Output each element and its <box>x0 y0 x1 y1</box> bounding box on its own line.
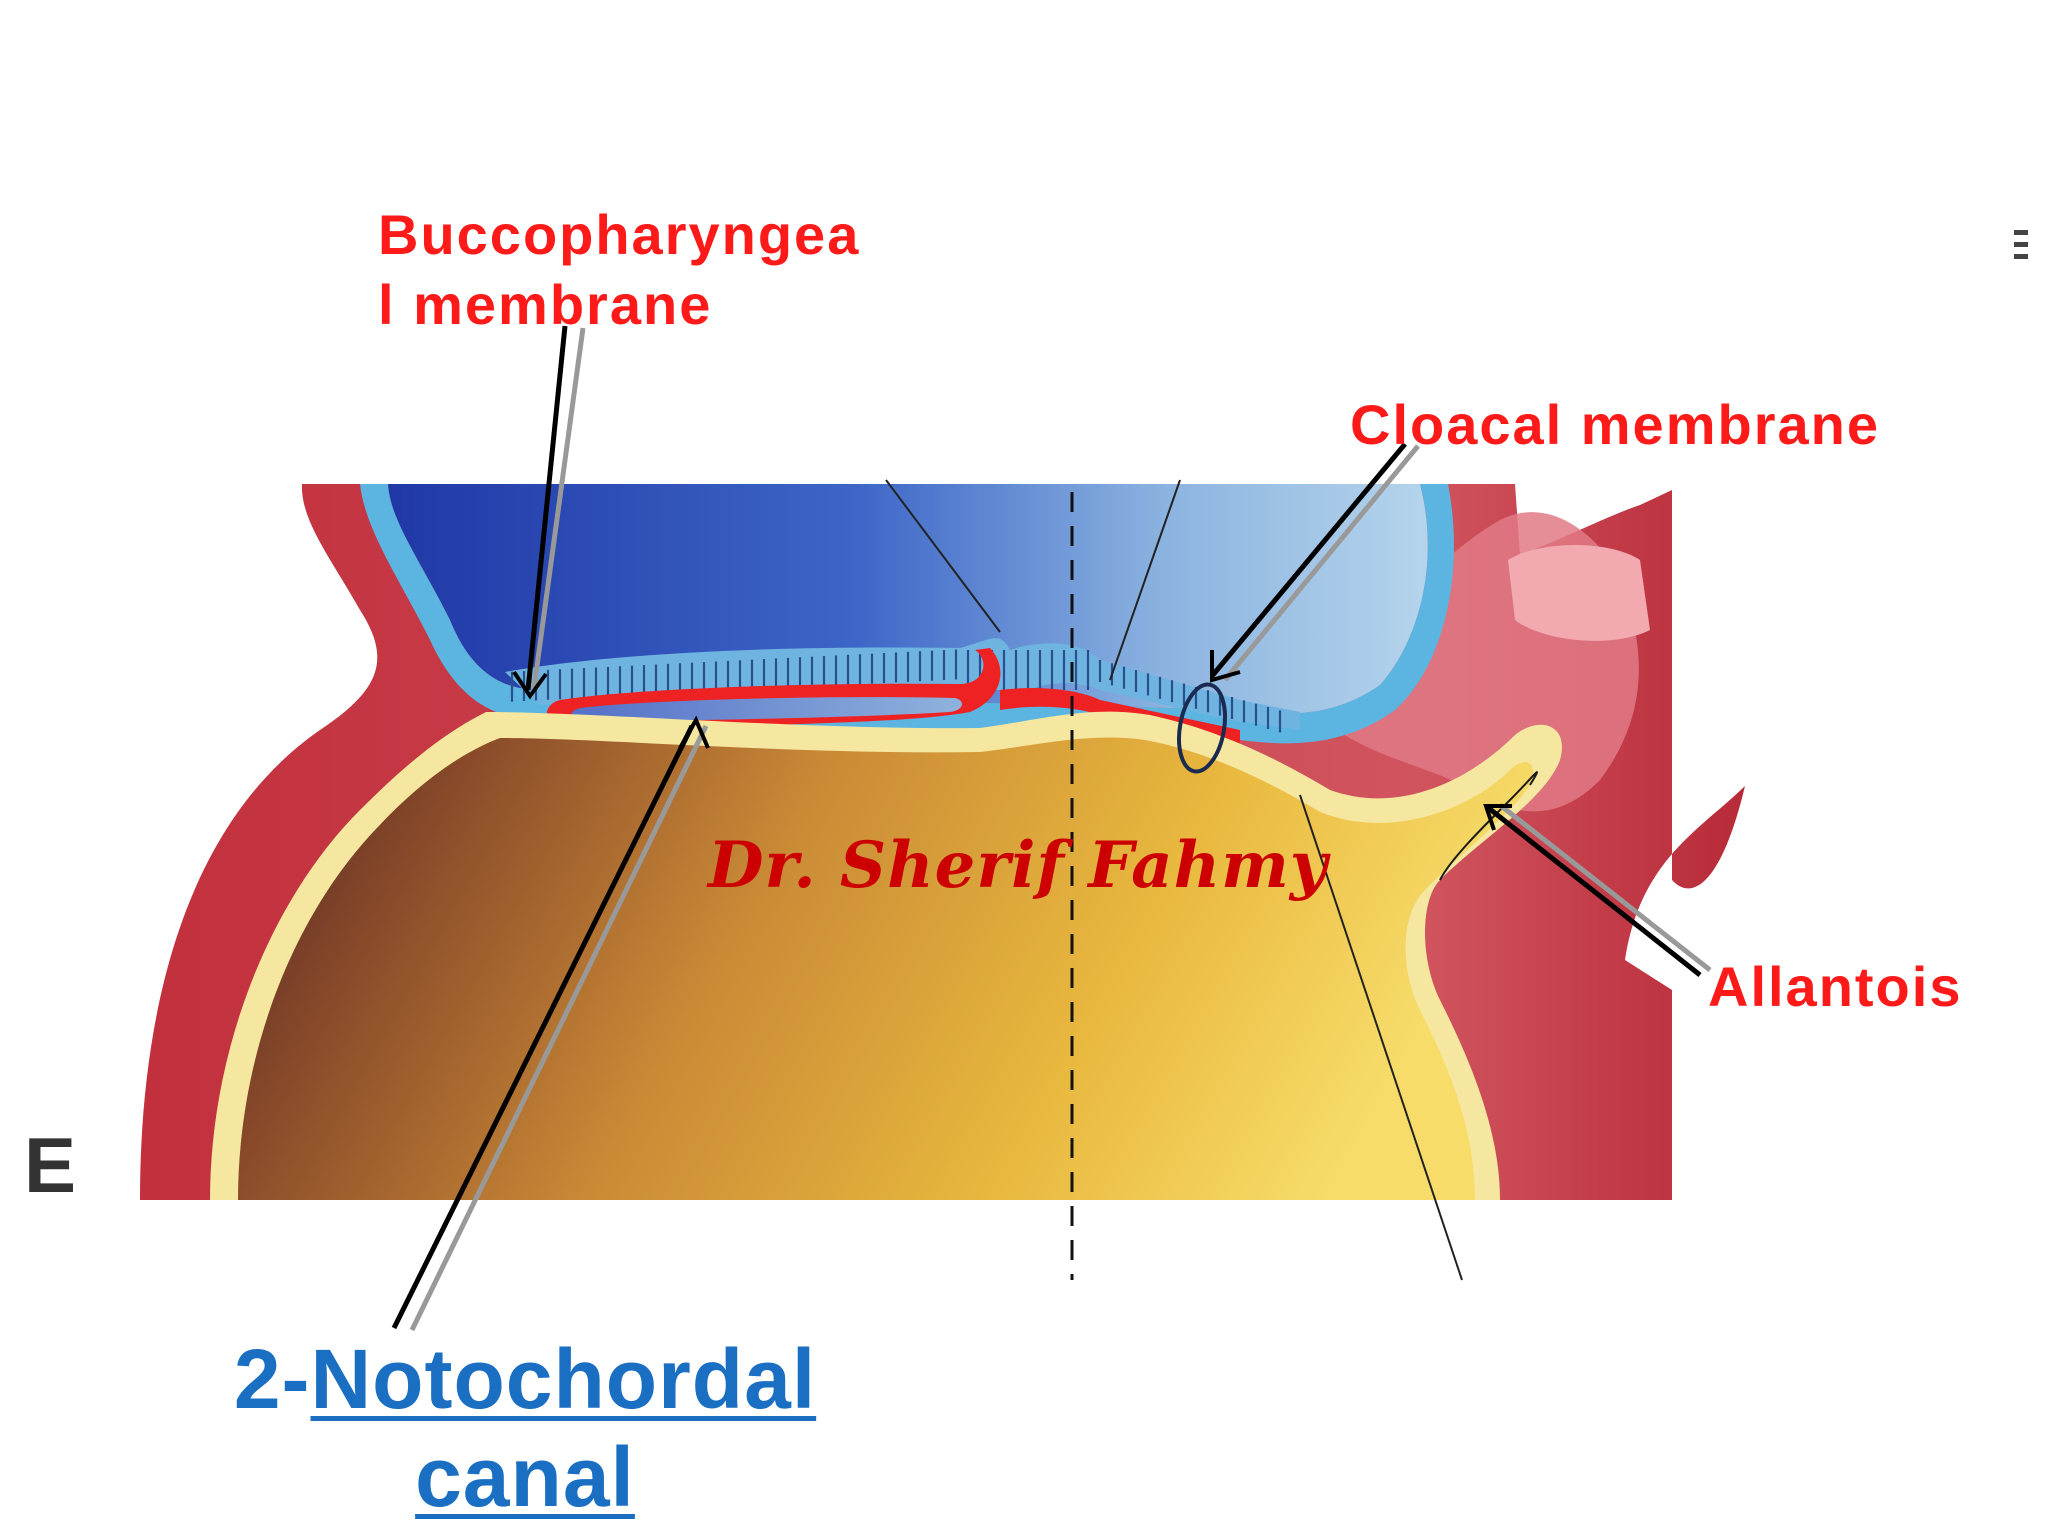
label-term-2: canal <box>415 1430 635 1524</box>
yolk-sac <box>238 737 1534 1200</box>
allantois-lining <box>1439 771 1539 881</box>
label-line-1: Buccopharyngea <box>378 203 861 266</box>
cloacal-membrane-ring <box>1177 682 1227 774</box>
allantois-pointer <box>1483 803 1712 977</box>
guide-line <box>1299 794 1463 1281</box>
cloacal-pointer <box>1210 442 1420 683</box>
notochordal-canal <box>571 697 962 722</box>
guide-line <box>885 479 1001 633</box>
amnion-ectoderm-rim <box>360 484 1454 744</box>
allantois-highlight <box>1508 545 1650 641</box>
label-notochordal-canal: 2-Notochordal canal <box>200 1330 850 1526</box>
drag-handle-icon[interactable] <box>2014 230 2028 266</box>
label-line-2: l membrane <box>378 273 713 336</box>
buccopharyngeal-pointer <box>512 325 586 700</box>
label-line-2: canal <box>200 1428 850 1526</box>
label-buccopharyngeal-membrane: Buccopharyngea l membrane <box>378 200 860 340</box>
label-cloacal-membrane: Cloacal membrane <box>1350 393 1880 456</box>
panel-letter: E <box>24 1121 77 1209</box>
guide-line <box>1109 479 1181 681</box>
watermark: Dr. Sherif Fahmy <box>708 828 1329 903</box>
label-allantois: Allantois <box>1708 955 1963 1018</box>
notochordal-pointer <box>391 715 710 1332</box>
label-line-1: 2-Notochordal <box>200 1330 850 1428</box>
label-term: Notochordal <box>310 1332 817 1426</box>
label-prefix: 2- <box>233 1332 311 1426</box>
